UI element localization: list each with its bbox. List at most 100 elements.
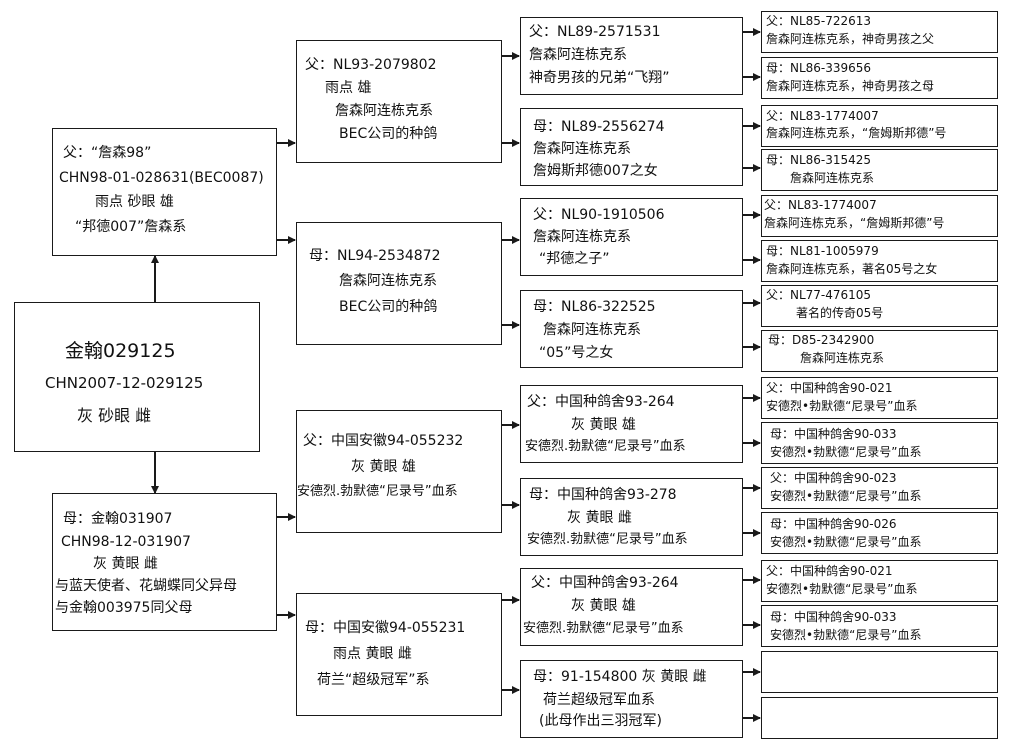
g3-dss-line-2: 灰 黄眼 雄 <box>571 417 636 433</box>
g2-ds-line-1: 父：中国安徽94-055232 <box>303 433 464 449</box>
g3-sss-line-2: 詹森阿连栋克系 <box>529 47 627 63</box>
g2-dd-line-1: 母：中国安徽94-055231 <box>305 620 466 636</box>
g4-3-line-1: 父：NL83-1774007 <box>766 109 879 123</box>
g4-1-line-2: 詹森阿连栋克系，神奇男孩之父 <box>766 32 935 46</box>
sire-line-3: 雨点 砂眼 雄 <box>95 194 174 210</box>
g3-ddd-box: 母：91-154800 灰 黄眼 雌 荷兰超级冠军血系 (此母作出三羽冠军) <box>520 660 743 738</box>
g3-sds-line-3: “邦德之子” <box>539 251 610 267</box>
g4-12-line-1: 母：中国种鸽舍90-026 <box>770 517 897 531</box>
g4-box-3: 父：NL83-1774007 詹森阿连栋克系，“詹姆斯邦德”号 <box>761 105 998 147</box>
g3-dds-line-1: 父：中国种鸽舍93-264 <box>531 575 679 591</box>
g2-sd-line-1: 母：NL94-2534872 <box>309 248 441 264</box>
subject-box: 金翰029125 CHN2007-12-029125 灰 砂眼 雌 <box>14 302 260 452</box>
g3-sds-line-1: 父：NL90-1910506 <box>533 207 665 223</box>
g4-box-15 <box>761 651 998 693</box>
g3-dss-line-1: 父：中国种鸽舍93-264 <box>527 394 675 410</box>
g4-14-line-1: 母：中国种鸽舍90-033 <box>770 610 897 624</box>
g4-box-4: 母：NL86-315425 詹森阿连栋克系 <box>761 149 998 191</box>
g3-sdd-line-3: “05”号之女 <box>539 345 614 361</box>
g3-dsd-box: 母：中国种鸽舍93-278 灰 黄眼 雌 安德烈.勃默德“尼录号”血系 <box>520 478 743 556</box>
g3-sss-line-3: 神奇男孩的兄弟“飞翔” <box>529 70 670 86</box>
g2-ss-line-1: 父：NL93-2079802 <box>305 57 437 73</box>
g3-dsd-line-2: 灰 黄眼 雌 <box>567 510 632 526</box>
g2-ss-box: 父：NL93-2079802 雨点 雄 詹森阿连栋克系 BEC公司的种鸽 <box>296 40 502 163</box>
g4-box-11: 父：中国种鸽舍90-023 安德烈•勃默德“尼录号”血系 <box>761 467 998 509</box>
g2-ss-line-4: BEC公司的种鸽 <box>339 126 438 142</box>
g4-box-2: 母：NL86-339656 詹森阿连栋克系，神奇男孩之母 <box>761 57 998 99</box>
g3-sdd-box: 母：NL86-322525 詹森阿连栋克系 “05”号之女 <box>520 290 743 368</box>
g2-dd-line-2: 雨点 黄眼 雌 <box>333 646 412 662</box>
g4-box-14: 母：中国种鸽舍90-033 安德烈•勃默德“尼录号”血系 <box>761 605 998 647</box>
g4-box-9: 父：中国种鸽舍90-021 安德烈•勃默德“尼录号”血系 <box>761 377 998 419</box>
sire-line-1: 父：“詹森98” <box>63 145 152 161</box>
g3-sds-line-2: 詹森阿连栋克系 <box>533 229 631 245</box>
g4-box-12: 母：中国种鸽舍90-026 安德烈•勃默德“尼录号”血系 <box>761 512 998 554</box>
g4-box-8: 母：D85-2342900 詹森阿连栋克系 <box>761 330 998 372</box>
g4-box-1: 父：NL85-722613 詹森阿连栋克系，神奇男孩之父 <box>761 11 998 53</box>
g4-13-line-1: 父：中国种鸽舍90-021 <box>766 564 893 578</box>
g3-ssd-line-3: 詹姆斯邦德007之女 <box>533 163 658 179</box>
g2-ss-line-3: 詹森阿连栋克系 <box>335 103 433 119</box>
g3-dds-box: 父：中国种鸽舍93-264 灰 黄眼 雄 安德烈.勃默德“尼录号”血系 <box>520 568 743 646</box>
g3-sss-line-1: 父：NL89-2571531 <box>529 24 661 40</box>
g4-box-7: 父：NL77-476105 著名的传奇05号 <box>761 285 998 327</box>
sire-line-2: CHN98-01-028631(BEC0087) <box>59 170 264 186</box>
g4-9-line-1: 父：中国种鸽舍90-021 <box>766 381 893 395</box>
g4-10-line-2: 安德烈•勃默德“尼录号”血系 <box>770 445 922 459</box>
g4-9-line-2: 安德烈•勃默德“尼录号”血系 <box>766 399 918 413</box>
g4-8-line-1: 母：D85-2342900 <box>768 333 875 347</box>
g3-sdd-line-2: 詹森阿连栋克系 <box>543 322 641 338</box>
g3-sdd-line-1: 母：NL86-322525 <box>533 299 656 315</box>
g4-box-16 <box>761 697 998 739</box>
g3-ddd-line-2: 荷兰超级冠军血系 <box>543 692 655 708</box>
subject-name: 金翰029125 <box>65 340 176 362</box>
g2-ds-line-2: 灰 黄眼 雄 <box>351 459 416 475</box>
g4-1-line-1: 父：NL85-722613 <box>766 14 872 28</box>
g2-sd-line-3: BEC公司的种鸽 <box>339 299 438 315</box>
subject-color: 灰 砂眼 雌 <box>77 406 152 425</box>
g2-sd-line-2: 詹森阿连栋克系 <box>339 273 437 289</box>
g4-box-5: 父：NL83-1774007 詹森阿连栋克系，“詹姆斯邦德”号 <box>761 195 998 237</box>
g3-ssd-line-2: 詹森阿连栋克系 <box>533 141 631 157</box>
g4-5-line-2: 詹森阿连栋克系，“詹姆斯邦德”号 <box>764 216 945 230</box>
g2-ds-line-3: 安德烈.勃默德“尼录号”血系 <box>297 484 458 499</box>
g4-6-line-2: 詹森阿连栋克系，著名05号之女 <box>766 262 938 276</box>
g3-dds-line-2: 灰 黄眼 雄 <box>571 598 636 614</box>
g2-dd-box: 母：中国安徽94-055231 雨点 黄眼 雌 荷兰“超级冠军”系 <box>296 593 502 716</box>
g2-ss-line-2: 雨点 雄 <box>325 80 372 96</box>
dam-box: 母：金翰031907 CHN98-12-031907 灰 黄眼 雌 与蓝天使者、… <box>52 493 277 631</box>
g2-sd-box: 母：NL94-2534872 詹森阿连栋克系 BEC公司的种鸽 <box>296 222 502 345</box>
g3-ddd-line-3: (此母作出三羽冠军) <box>539 713 662 729</box>
g3-dsd-line-1: 母：中国种鸽舍93-278 <box>529 487 677 503</box>
g4-box-13: 父：中国种鸽舍90-021 安德烈•勃默德“尼录号”血系 <box>761 560 998 602</box>
g4-6-line-1: 母：NL81-1005979 <box>766 244 879 258</box>
g3-dds-line-3: 安德烈.勃默德“尼录号”血系 <box>523 621 684 636</box>
g4-11-line-1: 父：中国种鸽舍90-023 <box>770 471 897 485</box>
g4-13-line-2: 安德烈•勃默德“尼录号”血系 <box>766 582 918 596</box>
g4-4-line-2: 詹森阿连栋克系 <box>790 171 875 185</box>
g4-12-line-2: 安德烈•勃默德“尼录号”血系 <box>770 535 922 549</box>
g3-ssd-box: 母：NL89-2556274 詹森阿连栋克系 詹姆斯邦德007之女 <box>520 108 743 186</box>
g4-7-line-1: 父：NL77-476105 <box>766 288 872 302</box>
g2-dd-line-3: 荷兰“超级冠军”系 <box>317 672 430 688</box>
g4-3-line-2: 詹森阿连栋克系，“詹姆斯邦德”号 <box>766 126 947 140</box>
g4-14-line-2: 安德烈•勃默德“尼录号”血系 <box>770 628 922 642</box>
dam-line-1: 母：金翰031907 <box>63 511 173 527</box>
g3-ddd-line-1: 母：91-154800 灰 黄眼 雌 <box>533 669 707 685</box>
g4-5-line-1: 父：NL83-1774007 <box>764 198 877 212</box>
g4-4-line-1: 母：NL86-315425 <box>766 153 872 167</box>
g4-11-line-2: 安德烈•勃默德“尼录号”血系 <box>770 489 922 503</box>
g4-8-line-2: 詹森阿连栋克系 <box>800 351 885 365</box>
g4-2-line-1: 母：NL86-339656 <box>766 61 872 75</box>
g3-dss-line-3: 安德烈.勃默德“尼录号”血系 <box>525 439 686 454</box>
subject-band: CHN2007-12-029125 <box>45 374 204 392</box>
g4-2-line-2: 詹森阿连栋克系，神奇男孩之母 <box>766 79 935 93</box>
g4-7-line-2: 著名的传奇05号 <box>796 306 884 320</box>
dam-line-4: 与蓝天使者、花蝴蝶同父异母 <box>55 578 237 594</box>
sire-box: 父：“詹森98” CHN98-01-028631(BEC0087) 雨点 砂眼 … <box>52 128 277 256</box>
g3-sds-box: 父：NL90-1910506 詹森阿连栋克系 “邦德之子” <box>520 198 743 276</box>
g3-dsd-line-3: 安德烈.勃默德“尼录号”血系 <box>527 532 688 547</box>
g4-10-line-1: 母：中国种鸽舍90-033 <box>770 427 897 441</box>
g3-dss-box: 父：中国种鸽舍93-264 灰 黄眼 雄 安德烈.勃默德“尼录号”血系 <box>520 385 743 463</box>
